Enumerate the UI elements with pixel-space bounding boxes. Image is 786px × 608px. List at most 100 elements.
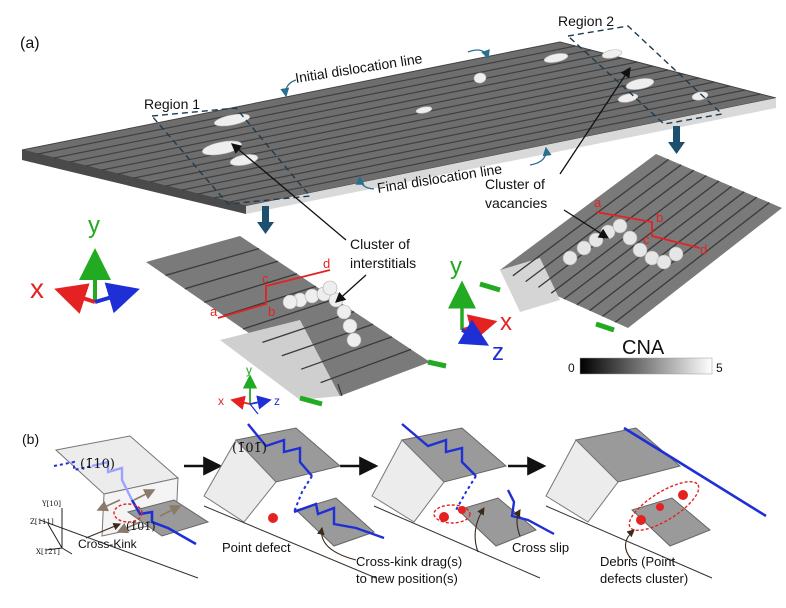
region1-label: Region 1 [144,96,200,112]
r2-path-c: c [643,232,650,247]
crystal-slab [21,41,777,214]
atom-row [614,202,770,323]
white-atom-cluster [214,113,250,127]
vacancy-site-atom [632,242,648,258]
interstitial-atom [342,318,358,334]
interstitial-atom [322,280,338,296]
drag-pointer-1 [317,526,357,561]
atom-row [101,61,638,171]
region1-zoom [146,236,447,407]
axis-r1-z: z [274,394,280,408]
axis-r2-z: z [492,339,504,366]
axis-b-x: X[12̄1] [36,548,60,556]
debris-label-2: defects cluster) [600,571,688,586]
atom-row [184,260,279,290]
colorbar-min: 0 [568,361,575,375]
vacancy-site-atom [562,250,578,266]
drag-pointer-2 [474,507,485,553]
panel-a-label: (a) [20,35,40,52]
axis-main-y: y [88,212,100,239]
debris-label-1: Debris (Point [600,554,676,569]
axis-r1-x: x [218,394,224,408]
white-atom-cluster [543,53,569,63]
atom-row [242,298,336,330]
atom-row [53,49,591,159]
colorbar [579,357,713,375]
atom-row [512,158,669,277]
atom-row [300,336,393,370]
vacancies-label-2: vacancies [485,195,547,211]
panel-b-label: (b) [22,431,39,447]
interstitials-pointer-up [231,143,347,241]
region2-label: Region 2 [558,13,614,29]
vacancy-site-atom [668,246,684,262]
r2-path-b: b [656,210,663,225]
atom-row [197,85,730,195]
atom-row [69,53,607,163]
axis-main-x: x [30,273,44,304]
axis-r2-y: y [450,253,462,280]
final-line-arrow-right [529,146,552,166]
interstitial-atom [304,288,320,304]
drag-label-2: to new position(s) [356,571,458,586]
axis-b-z: Z[111] [30,518,54,526]
stage2-plane-label: (1̄01̄) [232,441,267,456]
axes-triad-region1 [230,374,272,415]
vacancies-pointer-down [563,209,610,239]
atom-row [320,348,412,384]
region1-box [150,107,312,205]
interstitials-label-1: Cluster of [350,236,410,252]
interstitials-pointer-down [335,274,367,303]
white-atom-cluster [625,78,655,90]
vacancy-site-atom [656,254,672,270]
stage1-plane2-label: (1̄01̄) [126,520,156,533]
axis-b-y: Y[10] [41,500,61,508]
axis-r1-y: y [246,363,252,377]
interstitial-atom [346,332,362,348]
region2-box [566,25,724,125]
atom-row [133,69,669,179]
atom-row [281,323,374,357]
final-line-arrow-left [355,175,375,190]
stage4 [545,426,767,579]
axes-triad-main [54,248,140,314]
r2-path-d: d [700,242,707,257]
atom-row [576,185,732,306]
vacancy-site-atom [588,232,604,248]
point-defect-label: Point defect [222,540,291,555]
vacancies-label-1: Cluster of [485,176,545,192]
atom-row [229,93,761,203]
region2-burgers-path [595,211,701,249]
vacancy-site-atom [622,230,638,246]
atom-row [223,285,317,317]
atom-row [589,191,745,312]
atom-row [204,273,298,303]
stage2 [203,423,385,579]
debris-pointer [624,529,635,561]
white-atom-cluster [229,154,259,166]
r1-path-b: b [268,304,275,319]
cross-slip-label: Cross slip [512,540,569,555]
colorbar-title: CNA [622,337,665,359]
white-atom-cluster [473,72,487,84]
vacancies-pointer-up [559,66,631,175]
region2-zoom [479,154,782,333]
atom-row [165,77,699,187]
r2-path-a: a [594,195,602,210]
vacancy-site-atom [576,240,592,256]
interstitial-atom [282,294,298,310]
initial-line-arrow-left [280,79,297,98]
axis-r2-x: x [500,309,512,336]
atom-row [85,57,622,167]
axes-triad-region2 [448,280,498,346]
r1-path-a: a [210,304,218,319]
stage1 [39,435,210,579]
interstitial-atom [336,304,352,320]
interstitials-label-2: interstitials [350,255,416,271]
initial-line-arrow-right [467,49,490,60]
white-atom-cluster [691,91,709,101]
white-atom-cluster [601,49,623,59]
r1-path-d: d [323,256,330,271]
colorbar-max: 5 [716,361,723,375]
